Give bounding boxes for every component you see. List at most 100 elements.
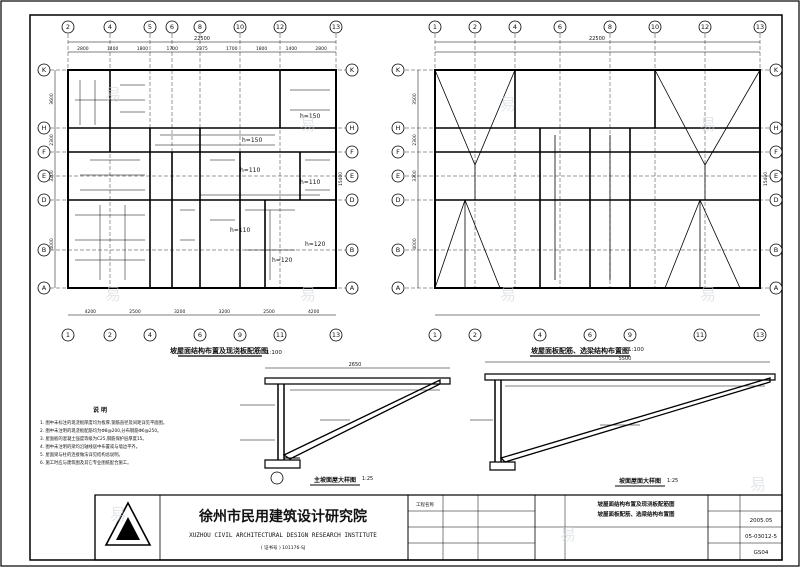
drawing-title-1: 坡屋面结构布置及现浇板配筋图 xyxy=(597,500,675,508)
slab-thickness-label: h=150 xyxy=(242,137,262,144)
axis-bubble-label: 11 xyxy=(276,331,284,339)
axis-bubble-label: 5 xyxy=(148,23,152,31)
axis-bubble-label: K xyxy=(396,66,401,74)
dimension-text: 3500 xyxy=(412,93,418,105)
plan-right-scale: 1:100 xyxy=(628,347,644,353)
axis-bubble-label: 2 xyxy=(473,331,477,339)
axis-bubble-label: A xyxy=(774,284,779,292)
dimension-text: 3200 xyxy=(49,170,55,182)
institute-certificate: ( 证书号 ) 101176-SJ xyxy=(261,544,305,551)
plan-left-dims-top: 2800 1400 1800 1700 2375 1700 1800 1400 2800 xyxy=(77,46,327,52)
dimension-text: 4200 xyxy=(308,309,320,315)
note-line: 1. 图中未标注的现浇板厚度均为板厚,钢筋直径及间距详见平面图。 xyxy=(40,419,167,426)
watermark-glyph: 易 xyxy=(500,95,516,114)
section-right-scale: 1:25 xyxy=(667,478,678,484)
institute-name-cn: 徐州市民用建筑设计研究院 xyxy=(198,508,367,525)
notes-block: 说 明 1. 图中未标注的现浇板厚度均为板厚,钢筋直径及间距详见平面图。2. 图… xyxy=(40,406,167,466)
axis-bubble-label: D xyxy=(349,196,354,204)
axis-bubble-label: 8 xyxy=(198,23,202,31)
dimension-text: 15400 xyxy=(763,172,769,186)
section-left: 2650 主坡面屋大样图 1:25 xyxy=(240,362,451,486)
slab-thickness-label: h=110 xyxy=(240,167,260,174)
axis-bubble-label: D xyxy=(395,196,400,204)
axis-bubble-label: 10 xyxy=(651,23,659,31)
axis-bubble-label: K xyxy=(42,66,47,74)
note-line: 3. 屋面板的混凝土强度等级为C25,钢筋保护层厚度15。 xyxy=(40,435,147,442)
axis-bubble-label: A xyxy=(42,284,47,292)
section-right: 5500 坡面屋面大样图 1:25 xyxy=(470,356,776,487)
axis-bubble-label: 9 xyxy=(628,331,632,339)
slab-thickness-label: h=110 xyxy=(230,227,250,234)
axis-bubble-label: F xyxy=(396,148,400,156)
plan-right-hip-lines xyxy=(434,69,761,289)
axis-bubble-label: 1 xyxy=(433,331,437,339)
watermark-glyph: 易 xyxy=(560,525,576,544)
dimension-text: 4200 xyxy=(85,309,97,315)
watermark-glyph: 易 xyxy=(105,85,121,104)
plan-left-scale: 1:100 xyxy=(266,350,282,356)
axis-bubble-label: B xyxy=(42,246,46,254)
axis-bubble-label: 12 xyxy=(701,23,709,31)
axis-bubble-label: B xyxy=(774,246,778,254)
dimension-text: 2800 xyxy=(315,46,327,52)
dimension-text: 2800 xyxy=(77,46,89,52)
axis-bubble-label: 1 xyxy=(66,331,70,339)
axis-bubble-label: 6 xyxy=(198,331,202,339)
dimension-text: 3600 xyxy=(49,93,55,105)
axis-bubble-label: 4 xyxy=(108,23,112,31)
axis-bubble-label: H xyxy=(774,124,779,132)
axis-bubble-label: 13 xyxy=(756,23,764,31)
dimension-text: 3200 xyxy=(174,309,186,315)
watermark-glyph: 易 xyxy=(750,475,766,494)
dimension-text: 4000 xyxy=(49,238,55,250)
dimension-text: 4000 xyxy=(412,238,418,250)
dimension-text: 2375 xyxy=(196,46,208,52)
drawing-title-2: 坡屋面板配筋、选梁结构布置图 xyxy=(597,510,675,518)
title-block: 徐州市民用建筑设计研究院 XUZHOU CIVIL ARCHITECTURAL … xyxy=(94,494,783,561)
slab-thickness-label: h=120 xyxy=(272,257,292,264)
dimension-text: 1800 xyxy=(137,46,149,52)
slab-thickness-label: h=120 xyxy=(305,241,325,248)
dimension-text: 2300 xyxy=(49,134,55,146)
notes-heading: 说 明 xyxy=(93,406,107,414)
sheet-number: GS04 xyxy=(754,550,769,556)
axis-bubble-label: H xyxy=(350,124,355,132)
dimension-text: 1700 xyxy=(166,46,178,52)
watermark-glyph: 易 xyxy=(700,115,716,134)
watermark-glyph: 易 xyxy=(110,505,126,524)
drawing-date: 2005.05 xyxy=(750,518,773,524)
watermark-layer: 易易易易易易易易易易易 xyxy=(105,85,766,544)
axis-bubble-label: 6 xyxy=(558,23,562,31)
drawing-number: 05-03012-5 xyxy=(745,534,777,540)
dimension-text: 3300 xyxy=(412,170,418,182)
axis-bubble-label: 13 xyxy=(756,331,764,339)
axis-bubble-label: K xyxy=(350,66,355,74)
watermark-glyph: 易 xyxy=(300,115,316,134)
axis-bubble-label: 2 xyxy=(66,23,70,31)
axis-bubble-label: E xyxy=(350,172,354,180)
axis-bubble-label: H xyxy=(396,124,401,132)
plan-left-rebars xyxy=(75,80,330,280)
dimension-text: 1400 xyxy=(286,46,298,52)
plan-left-total-dim: 22500 xyxy=(194,36,210,42)
axis-bubble-label: B xyxy=(350,246,354,254)
dimension-text: 1800 xyxy=(256,46,268,52)
slab-thickness-label: h=150 xyxy=(300,113,320,120)
dimension-text: 1700 xyxy=(226,46,238,52)
dimension-text: 1400 xyxy=(107,46,119,52)
note-line: 2. 图中未注明的现浇板配筋均为Φ8@200,分布钢筋Φ6@250。 xyxy=(40,427,161,434)
slab-thickness-label: h=110 xyxy=(300,179,320,186)
axis-bubble-label: F xyxy=(42,148,46,156)
axis-bubble-label: 8 xyxy=(608,23,612,31)
axis-bubble-label: A xyxy=(350,284,355,292)
axis-bubble-label: H xyxy=(42,124,47,132)
axis-bubble-label: 6 xyxy=(588,331,592,339)
